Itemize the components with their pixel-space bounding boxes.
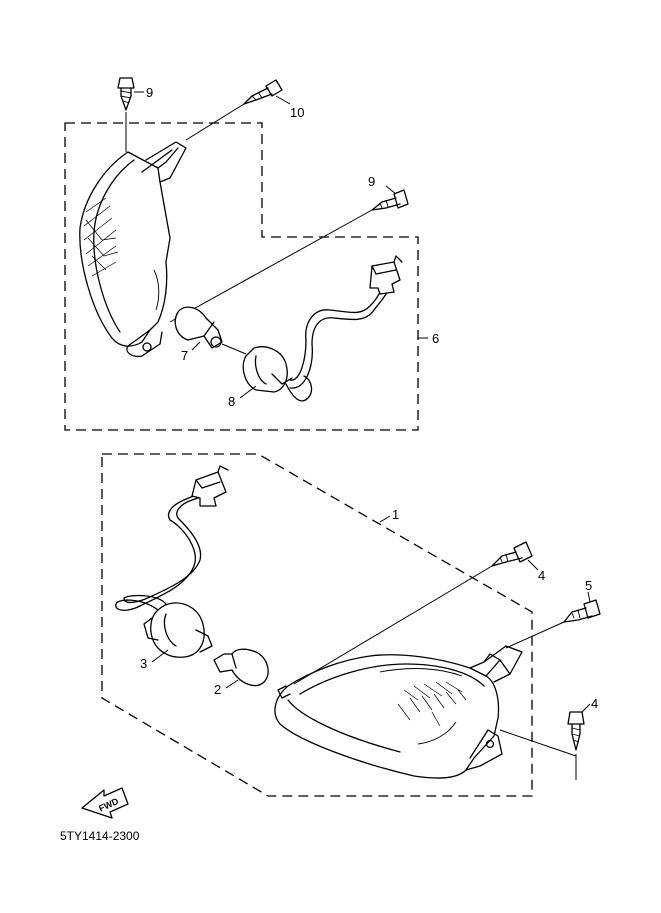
callout-8: 8 — [228, 394, 235, 409]
screw-upper-side — [243, 79, 283, 105]
lower-assembly-group — [101, 453, 601, 797]
callout-3: 3 — [140, 656, 147, 671]
callout-9b: 9 — [368, 174, 375, 189]
upper-wire-harness — [285, 255, 403, 402]
callout-5: 5 — [585, 578, 592, 593]
callout-9a: 9 — [146, 85, 153, 100]
diagram-code: 5TY1414-2300 — [60, 829, 140, 843]
callout-1: 1 — [392, 507, 399, 522]
screw-lower-side — [491, 541, 533, 567]
lower-wire-harness — [115, 465, 229, 611]
lower-socket — [143, 602, 213, 658]
screw-upper-top — [117, 77, 135, 111]
upper-bulb — [174, 306, 223, 349]
callout-10: 10 — [290, 105, 304, 120]
lower-assembly-boundary — [101, 453, 533, 797]
callout-4a: 4 — [538, 568, 545, 583]
lower-flasher-lens — [274, 645, 523, 779]
screw-lower-bottom — [567, 711, 585, 751]
callout-4b: 4 — [591, 696, 598, 711]
screw-upper-right — [371, 189, 409, 211]
callout-6: 6 — [432, 331, 439, 346]
upper-assembly-group — [64, 77, 428, 431]
callout-7: 7 — [181, 348, 188, 363]
fwd-arrow-icon: FWD — [81, 787, 129, 819]
lower-bulb — [213, 648, 269, 687]
upper-socket — [221, 343, 293, 393]
upper-flasher-lens — [79, 141, 187, 358]
callout-2: 2 — [214, 682, 221, 697]
screw-lower-right — [563, 599, 601, 623]
upper-assembly-boundary — [64, 122, 419, 431]
